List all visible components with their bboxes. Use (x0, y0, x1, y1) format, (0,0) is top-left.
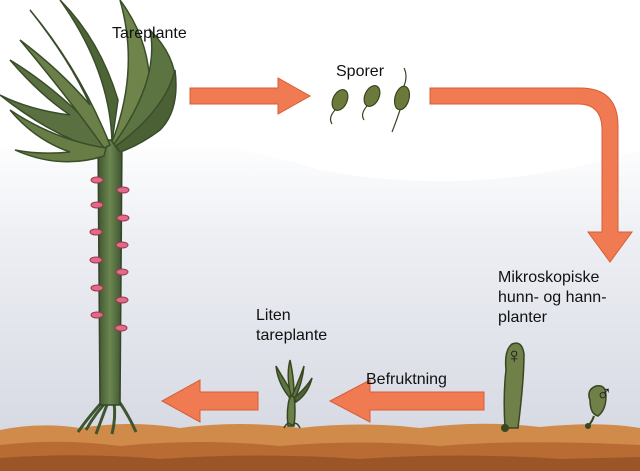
label-mikro-line-2: hunn- og hann- (498, 289, 607, 306)
label-tareplante: Tareplante (112, 25, 187, 42)
spore (391, 67, 411, 133)
label-liten-line-2: tareplante (256, 327, 328, 344)
spore (329, 89, 349, 125)
label-mikroskopiske-planter: Mikroskopiske hunn- og hann- planter (498, 268, 607, 328)
kelp-fronds (0, 0, 177, 163)
label-befruktning: Befruktning (366, 371, 447, 388)
male-gametophyte (585, 384, 607, 429)
arrow-to-small-kelp (328, 379, 485, 423)
large-kelp-plant (0, 0, 177, 435)
kelp-sori (89, 176, 130, 332)
arrow-to-microscopic (429, 87, 633, 263)
label-mikro-line-1: Mikroskopiske (498, 269, 600, 286)
male-symbol-icon: ♂ (596, 381, 613, 406)
small-kelp-plant (275, 359, 313, 429)
arrow-to-spores (189, 77, 312, 115)
spore (361, 85, 381, 121)
female-gametophyte (501, 342, 525, 432)
label-mikro-line-3: planter (498, 309, 547, 326)
female-symbol-icon: ♀ (506, 343, 523, 368)
label-liten-line-1: Liten (256, 307, 291, 324)
water-wash (0, 138, 640, 440)
label-liten-tareplante: Liten tareplante (256, 306, 327, 346)
seabed (0, 423, 640, 471)
label-sporer: Sporer (336, 63, 385, 80)
spores (329, 67, 411, 133)
arrow-to-large-kelp (160, 379, 259, 423)
